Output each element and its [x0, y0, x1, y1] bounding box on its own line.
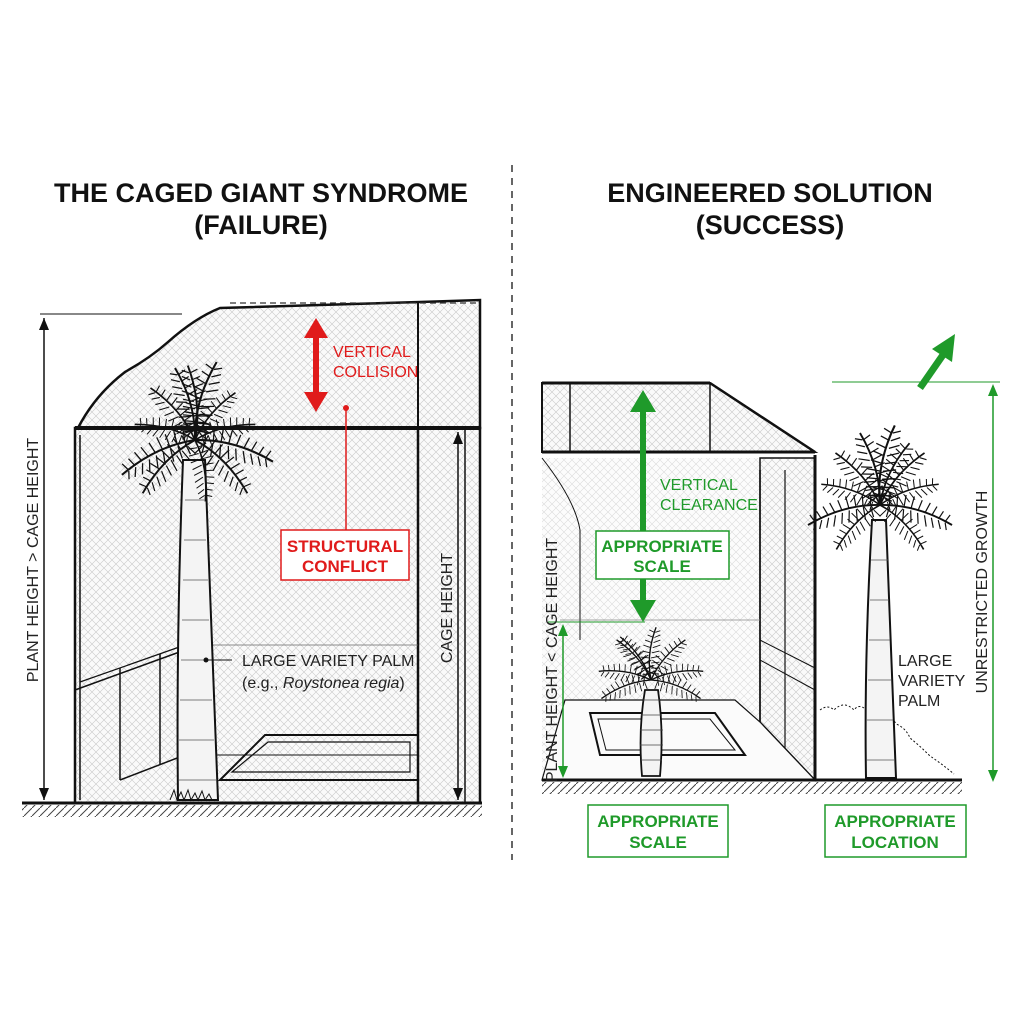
large-palm-failure: [112, 356, 279, 802]
structural-conflict-line1: STRUCTURAL: [287, 537, 403, 556]
success-title-line1: ENGINEERED SOLUTION: [607, 178, 933, 208]
appropriate-location-line1: APPROPRIATE: [834, 812, 956, 831]
appropriate-location-line2: LOCATION: [851, 833, 939, 852]
appropriate-location-box: [824, 804, 967, 858]
vertical-collision-arrow: [304, 318, 328, 412]
failure-palm-label-line1: LARGE VARIETY PALM: [242, 653, 415, 670]
success-plant-height-label: PLANT HEIGHT < CAGE HEIGHT: [544, 538, 561, 783]
success-palm-label-line2: VARIETY: [898, 673, 966, 690]
failure-title-line2: (FAILURE): [194, 210, 327, 240]
appropriate-scale-inner-box: [595, 530, 730, 580]
structural-conflict-line2: CONFLICT: [302, 557, 389, 576]
large-palm-success: [803, 422, 957, 779]
success-palm-label-line3: PALM: [898, 693, 940, 710]
failure-cage-height-label: CAGE HEIGHT: [439, 553, 456, 663]
appropriate-scale-bottom-line1: APPROPRIATE: [597, 812, 719, 831]
failure-title-line1: THE CAGED GIANT SYNDROME: [54, 178, 468, 208]
appropriate-scale-inner-line1: APPROPRIATE: [601, 537, 723, 556]
failure-cage-body: [73, 426, 482, 805]
small-palm-success: [596, 626, 706, 777]
appropriate-scale-inner-line2: SCALE: [633, 557, 691, 576]
appropriate-scale-bottom-box: [587, 804, 729, 858]
structural-conflict-box: [280, 529, 410, 581]
success-title-line2: (SUCCESS): [696, 210, 845, 240]
success-palm-label-line1: LARGE: [898, 653, 952, 670]
appropriate-scale-bottom-line2: SCALE: [629, 833, 687, 852]
vertical-clearance-line2: CLEARANCE: [660, 497, 758, 514]
failure-palm-label-line2: (e.g., Roystonea regia): [242, 675, 405, 692]
failure-plant-height-label: PLANT HEIGHT > CAGE HEIGHT: [25, 438, 42, 683]
unrestricted-growth-label: UNRESTRICTED GROWTH: [974, 491, 991, 694]
vertical-collision-line2: COLLISION: [333, 364, 418, 381]
success-panel: ENGINEERED SOLUTION (SUCCESS): [541, 178, 1000, 858]
upward-growth-arrow: [932, 334, 955, 362]
vertical-clearance-line1: VERTICAL: [660, 477, 738, 494]
vertical-collision-line1: VERTICAL: [333, 344, 411, 361]
success-cage-roof: [541, 382, 819, 453]
failure-cage-bulge: [75, 298, 482, 430]
failure-panel: THE CAGED GIANT SYNDROME (FAILURE): [22, 178, 482, 817]
